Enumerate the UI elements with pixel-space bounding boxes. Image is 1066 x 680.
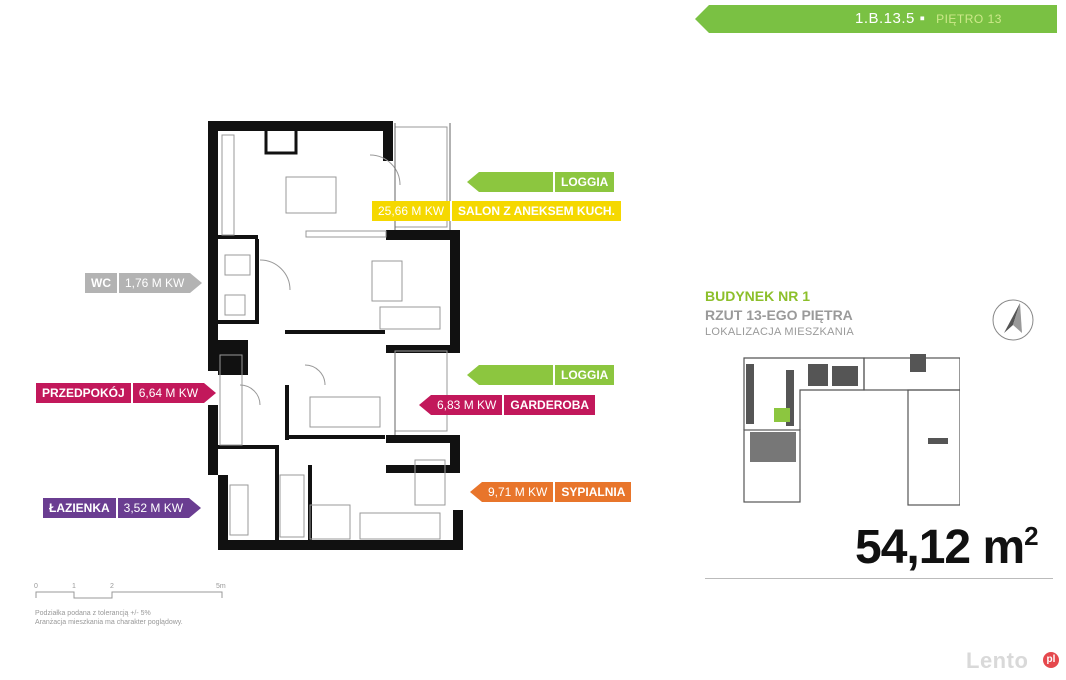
total-area-value: 54,12 m [855,521,1025,574]
floor-plan [208,121,463,550]
unit-header-text: 1.B.13.5 ▪ PIĘTRO 13 [855,10,1002,27]
total-area: 54,12 m2 [855,520,1039,575]
watermark-text: Lento [966,648,1029,673]
tag-garderoba-label: GARDEROBA [504,395,596,415]
tag-garderoba: 6,83 M KW GARDEROBA [419,395,596,415]
watermark-badge: pl [1043,652,1059,668]
tag-arrow [189,498,202,518]
tag-salon-label: SALON Z ANEKSEM KUCH. [452,201,621,221]
tag-arrow [467,172,479,192]
scale-tick-1: 1 [72,583,76,590]
tag-sypialnia-area: 9,71 M KW [482,482,554,502]
building-name: BUDYNEK NR 1 [705,288,811,304]
tag-przedpokoj-label: PRZEDPOKÓJ [36,383,131,403]
tag-loggia-bottom-label: LOGGIA [555,365,615,385]
tag-lazienka-label: ŁAZIENKA [43,498,116,518]
tag-arrow [470,482,482,502]
building-info: BUDYNEK NR 1 RZUT 13-EGO PIĘTRA LOKALIZA… [705,288,854,338]
walls [208,121,463,550]
floor-label: PIĘTRO 13 [936,12,1002,26]
tag-przedpokoj-area: 6,64 M KW [132,383,205,403]
tag-wc-label: WC [85,273,117,293]
tag-sypialnia-label: SYPIALNIA [555,482,632,502]
floor-plan-title: RZUT 13-EGO PIĘTRA [705,307,853,323]
tag-lazienka-area: 3,52 M KW [117,498,190,518]
tag-loggia-bottom: LOGGIA [467,365,615,385]
area-divider [705,578,1053,579]
tag-sypialnia: 9,71 M KW SYPIALNIA [470,482,632,502]
scale-tick-5m: 5m [216,583,226,590]
tag-garderoba-area: 6,83 M KW [431,395,503,415]
location-label: LOKALIZACJA MIESZKANIA [705,326,855,338]
tag-salon: 25,66 M KW SALON Z ANEKSEM KUCH. [372,201,621,221]
tag-przedpokoj: PRZEDPOKÓJ 6,64 M KW [36,383,217,403]
tag-loggia-top: LOGGIA [467,172,615,192]
total-area-unit-sup: 2 [1024,521,1039,551]
building-location-map [743,354,960,506]
tag-arrow [190,273,203,293]
scale-note-line1: Podziałka podana z tolerancją +/- 5% [35,610,151,617]
header-band-shape [695,5,1057,33]
tag-arrow [467,365,479,385]
tag-loggia-top-label: LOGGIA [555,172,615,192]
scale-note-line2: Aranżacja mieszkania ma charakter pogląd… [35,619,183,626]
tag-salon-area: 25,66 M KW [372,201,451,221]
tag-wc-area: 1,76 M KW [119,273,191,293]
tag-wc: WC 1,76 M KW [85,273,203,293]
scale-tick-2: 2 [110,583,114,590]
scale-bar: 0 1 2 5m [34,583,226,599]
compass-icon [992,299,1034,341]
tag-arrow [204,383,217,403]
tag-arrow [419,395,431,415]
scale-tick-0: 0 [34,583,38,590]
unit-header-band: 1.B.13.5 ▪ PIĘTRO 13 [695,5,1057,33]
scale-note: Podziałka podana z tolerancją +/- 5% Ara… [35,609,183,627]
apartment-location-marker [774,408,790,422]
furniture-lines [219,126,448,540]
unit-code: 1.B.13.5 [855,10,915,27]
tag-lazienka: ŁAZIENKA 3,52 M KW [43,498,202,518]
